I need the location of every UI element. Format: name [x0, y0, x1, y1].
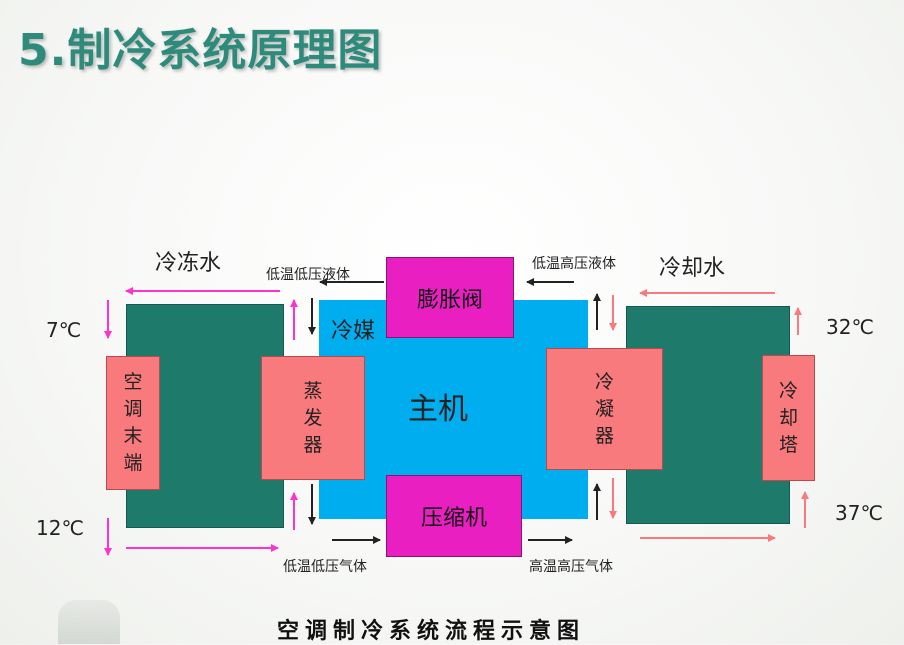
state-low-temp-low-pressure-gas: 低温低压气体 — [283, 559, 367, 575]
condenser: 冷凝器 — [546, 348, 663, 470]
temp-cooling-return: 37℃ — [835, 501, 883, 525]
cooling-water-label: 冷却水 — [659, 256, 726, 281]
expansion-valve: 膨胀阀 — [386, 257, 514, 338]
cooling-tower: 冷却塔 — [762, 355, 815, 481]
condenser-label: 冷凝器 — [595, 370, 615, 447]
state-low-temp-low-pressure-liquid: 低温低压液体 — [266, 267, 350, 283]
temp-chilled-return: 12℃ — [36, 516, 84, 540]
cooling-tower-label: 冷却塔 — [779, 379, 799, 456]
evaporator-label: 蒸发器 — [303, 379, 323, 456]
diagram-caption: 空调制冷系统流程示意图 — [277, 619, 586, 644]
main-unit-label: 主机 — [408, 392, 468, 427]
air-terminal: 空调末端 — [106, 356, 160, 490]
expansion-valve-label: 膨胀阀 — [416, 287, 483, 313]
temp-cooling-supply: 32℃ — [826, 315, 874, 339]
state-high-temp-high-pressure-gas: 高温高压气体 — [529, 559, 613, 575]
temp-chilled-supply: 7℃ — [46, 318, 82, 342]
refrigerant-label: 冷媒 — [331, 319, 376, 344]
state-low-temp-high-pressure-liquid: 低温高压液体 — [532, 256, 616, 272]
compressor: 压缩机 — [386, 475, 522, 557]
evaporator: 蒸发器 — [261, 356, 365, 480]
page-title: 5.制冷系统原理图 — [18, 25, 383, 76]
decorative-figure — [58, 600, 120, 644]
air-terminal-label: 空调末端 — [123, 371, 143, 474]
compressor-label: 压缩机 — [420, 506, 487, 531]
chilled-water-label: 冷冻水 — [155, 251, 222, 276]
